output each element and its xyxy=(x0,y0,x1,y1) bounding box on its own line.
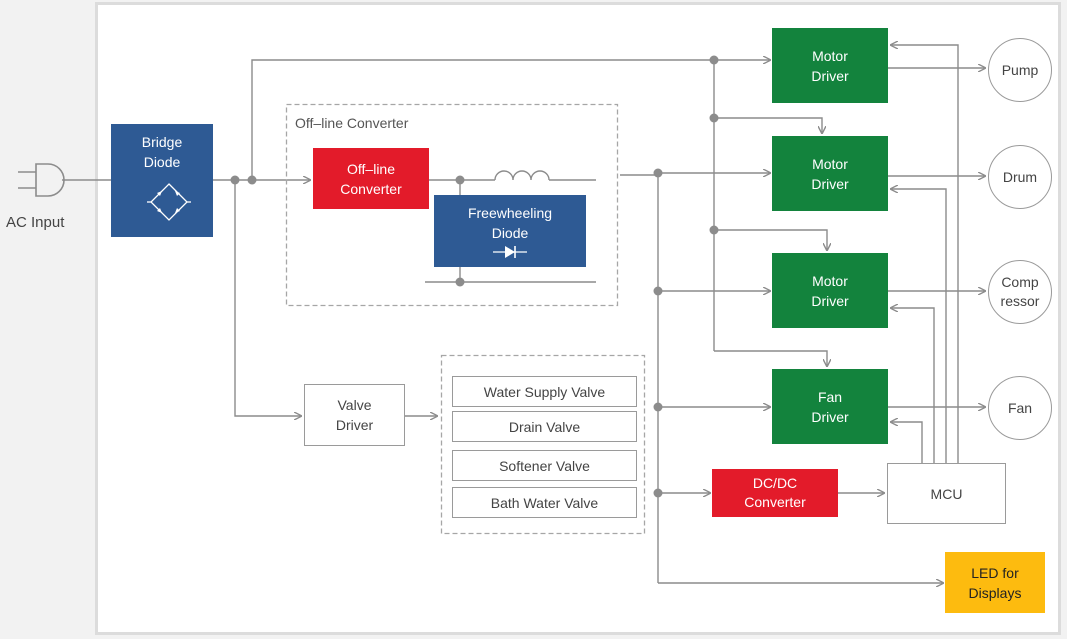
drain-valve: Drain Valve xyxy=(452,411,637,442)
ac-plug-icon xyxy=(18,163,65,197)
diode-icon xyxy=(493,246,527,258)
led-displays-block: LED for Displays xyxy=(945,552,1045,613)
fan-driver-block: Fan Driver xyxy=(772,369,888,444)
motor-driver-drum: Motor Driver xyxy=(772,136,888,211)
valve-group xyxy=(440,354,646,535)
pump-load: Pump xyxy=(988,38,1052,102)
offline-group-label: Off–line Converter xyxy=(295,115,409,131)
valve-driver-block: Valve Driver xyxy=(304,384,405,446)
water-supply-valve: Water Supply Valve xyxy=(452,376,637,407)
freewheeling-diode-block: Freewheeling Diode xyxy=(434,195,586,267)
softener-valve: Softener Valve xyxy=(452,450,637,481)
offline-converter-block: Off–line Converter xyxy=(313,148,429,209)
drum-load: Drum xyxy=(988,145,1052,209)
diagram-panel xyxy=(95,2,1061,635)
bath-water-valve: Bath Water Valve xyxy=(452,487,637,518)
dcdc-converter-block: DC/DC Converter xyxy=(712,469,838,517)
bridge-diode-block: Bridge Diode xyxy=(111,124,213,237)
compressor-load: Comp ressor xyxy=(988,260,1052,324)
motor-driver-compressor: Motor Driver xyxy=(772,253,888,328)
motor-driver-pump: Motor Driver xyxy=(772,28,888,103)
bridge-rectifier-icon xyxy=(147,183,191,221)
freewheeling-diode-label: Freewheeling Diode xyxy=(467,205,553,241)
bridge-diode-label: Bridge Diode xyxy=(141,134,183,170)
fan-load: Fan xyxy=(988,376,1052,440)
mcu-block: MCU xyxy=(887,463,1006,524)
ac-input-label: AC Input xyxy=(6,214,65,231)
offline-converter-group xyxy=(285,103,619,307)
